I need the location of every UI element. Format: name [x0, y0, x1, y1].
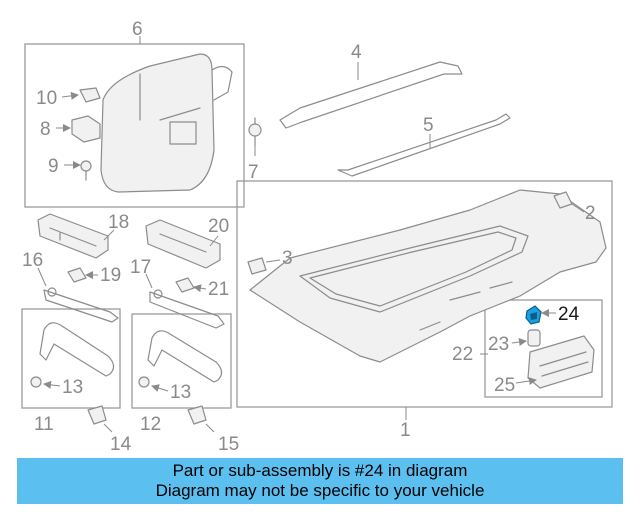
callout-15: 15 [218, 434, 239, 455]
callout-9: 9 [48, 156, 59, 177]
callout-13b: 13 [170, 382, 191, 403]
callout-12: 12 [140, 414, 161, 435]
callout-17: 17 [130, 257, 151, 278]
callout-7: 7 [248, 162, 259, 183]
callout-2: 2 [585, 203, 596, 224]
lamp-25 [527, 335, 595, 389]
callout-4: 4 [351, 42, 362, 63]
visor-clip-10 [79, 87, 101, 103]
banner-line-1: Part or sub-assembly is #24 in diagram [172, 461, 468, 480]
headliner-group-box [236, 180, 613, 408]
callout-20: 20 [208, 216, 229, 237]
assist-grip-left-box [21, 308, 121, 409]
clip-19 [67, 267, 87, 283]
cover-15 [187, 405, 207, 425]
visor-bracket-8 [71, 115, 101, 143]
callout-5: 5 [423, 115, 434, 136]
callout-18: 18 [108, 212, 129, 233]
callout-14: 14 [110, 434, 132, 455]
callout-16: 16 [22, 250, 43, 271]
callout-23: 23 [488, 334, 509, 355]
callout-25: 25 [494, 375, 515, 396]
holder-16 [43, 287, 119, 323]
info-banner: Part or sub-assembly is #24 in diagram D… [17, 458, 623, 504]
clip-3 [247, 257, 267, 275]
bracket-20 [145, 219, 221, 269]
weatherstrip-5 [337, 113, 511, 177]
callout-6: 6 [132, 19, 143, 40]
sun-visor [100, 53, 233, 193]
callout-24: 24 [558, 304, 580, 325]
callout-22: 22 [452, 344, 473, 365]
bracket-18 [37, 213, 109, 259]
headliner [249, 189, 607, 363]
callout-8: 8 [40, 119, 51, 140]
callout-1: 1 [400, 420, 411, 441]
callout-19: 19 [100, 265, 121, 286]
assist-grip-11 [30, 322, 115, 388]
weatherstrip-4 [279, 61, 463, 129]
banner-line-2: Diagram may not be specific to your vehi… [155, 481, 485, 500]
callout-13a: 13 [62, 377, 83, 398]
clip-21 [175, 277, 195, 293]
assist-grip-12 [138, 330, 223, 388]
screw-7 [248, 117, 262, 147]
callout-11: 11 [34, 414, 54, 435]
parts-diagram: 6 10 8 9 7 4 5 2 3 18 20 16 17 19 21 22 … [21, 19, 613, 455]
callout-3: 3 [282, 248, 293, 269]
callout-21: 21 [208, 279, 229, 300]
sun-visor-group-box [24, 43, 245, 208]
part-24-highlight [525, 305, 542, 325]
dome-lamp-group-box [484, 299, 603, 398]
cover-14 [87, 405, 107, 425]
holder-17 [149, 289, 225, 329]
bulb-23 [527, 329, 541, 347]
callout-10: 10 [36, 88, 57, 109]
visor-screw-9 [80, 160, 92, 181]
